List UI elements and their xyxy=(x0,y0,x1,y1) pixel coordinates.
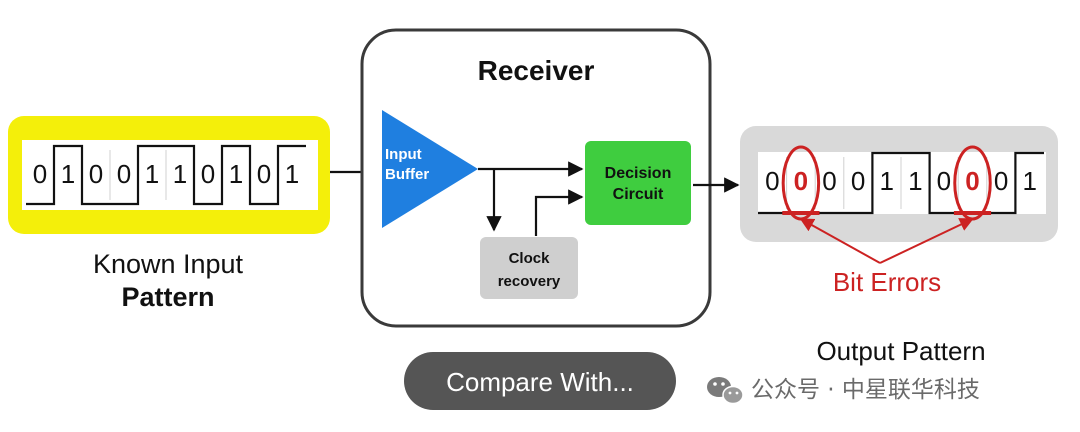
output-waveform xyxy=(758,151,1044,215)
wechat-icon xyxy=(707,377,744,405)
receiver-block: Receiver Input Buffer Decision Circuit C… xyxy=(360,28,712,328)
bit-digit: 0 xyxy=(257,159,271,189)
bit-digit: 0 xyxy=(765,166,779,196)
bit-digit: 0 xyxy=(117,159,131,189)
bit-digit: 1 xyxy=(879,166,893,196)
receiver-title: Receiver xyxy=(478,55,595,86)
input-waveform xyxy=(26,144,306,206)
bit-digit: 0 xyxy=(89,159,103,189)
error-bit-digit: 0 xyxy=(794,166,808,196)
error-bit-digit: 0 xyxy=(965,166,979,196)
bit-digit: 1 xyxy=(173,159,187,189)
bit-digit: 0 xyxy=(994,166,1008,196)
bit-digit: 1 xyxy=(145,159,159,189)
compare-button-label[interactable]: Compare With... xyxy=(446,367,634,397)
clock-recovery-box xyxy=(480,237,578,299)
output-caption: Output Pattern xyxy=(816,336,985,366)
clock-to-decision-arrow xyxy=(534,189,584,236)
bit-errors-label: Bit Errors xyxy=(833,267,941,297)
input-caption-line2: Pattern xyxy=(121,282,214,312)
bit-digit: 1 xyxy=(229,159,243,189)
compare-with-button[interactable]: Compare With... xyxy=(404,352,676,410)
bit-digit: 1 xyxy=(908,166,922,196)
bit-digit: 0 xyxy=(33,159,47,189)
bit-digit: 0 xyxy=(822,166,836,196)
clock-recovery-label-line1: Clock xyxy=(509,250,551,267)
bit-digit: 1 xyxy=(285,159,299,189)
input-buffer-label-line1: Input xyxy=(385,146,422,163)
watermark: 公众号 · 中星联华科技 xyxy=(707,377,980,405)
clock-recovery-label-line2: recovery xyxy=(498,273,561,290)
bit-error-markers xyxy=(781,145,992,264)
input-buffer-triangle xyxy=(382,110,478,228)
bit-error-pointer xyxy=(799,218,881,264)
input-caption-line1: Known Input xyxy=(93,249,244,279)
input-buffer-label-line2: Buffer xyxy=(385,166,429,183)
receiver-frame xyxy=(360,28,712,328)
input-panel-inner xyxy=(22,140,318,210)
bit-error-pointer xyxy=(879,218,974,264)
bit-digit: 0 xyxy=(201,159,215,189)
bit-digit: 1 xyxy=(1022,166,1036,196)
watermark-text: 公众号 · 中星联华科技 xyxy=(751,377,980,403)
bit-digit: 0 xyxy=(851,166,865,196)
bit-digit: 1 xyxy=(61,159,75,189)
decision-circuit-label-line2: Circuit xyxy=(613,186,664,203)
decision-circuit-label-line1: Decision xyxy=(605,165,672,182)
decision-circuit-box xyxy=(585,141,691,225)
output-panel-inner xyxy=(758,152,1046,214)
compare-button-background[interactable] xyxy=(404,352,676,410)
bit-digit: 0 xyxy=(937,166,951,196)
